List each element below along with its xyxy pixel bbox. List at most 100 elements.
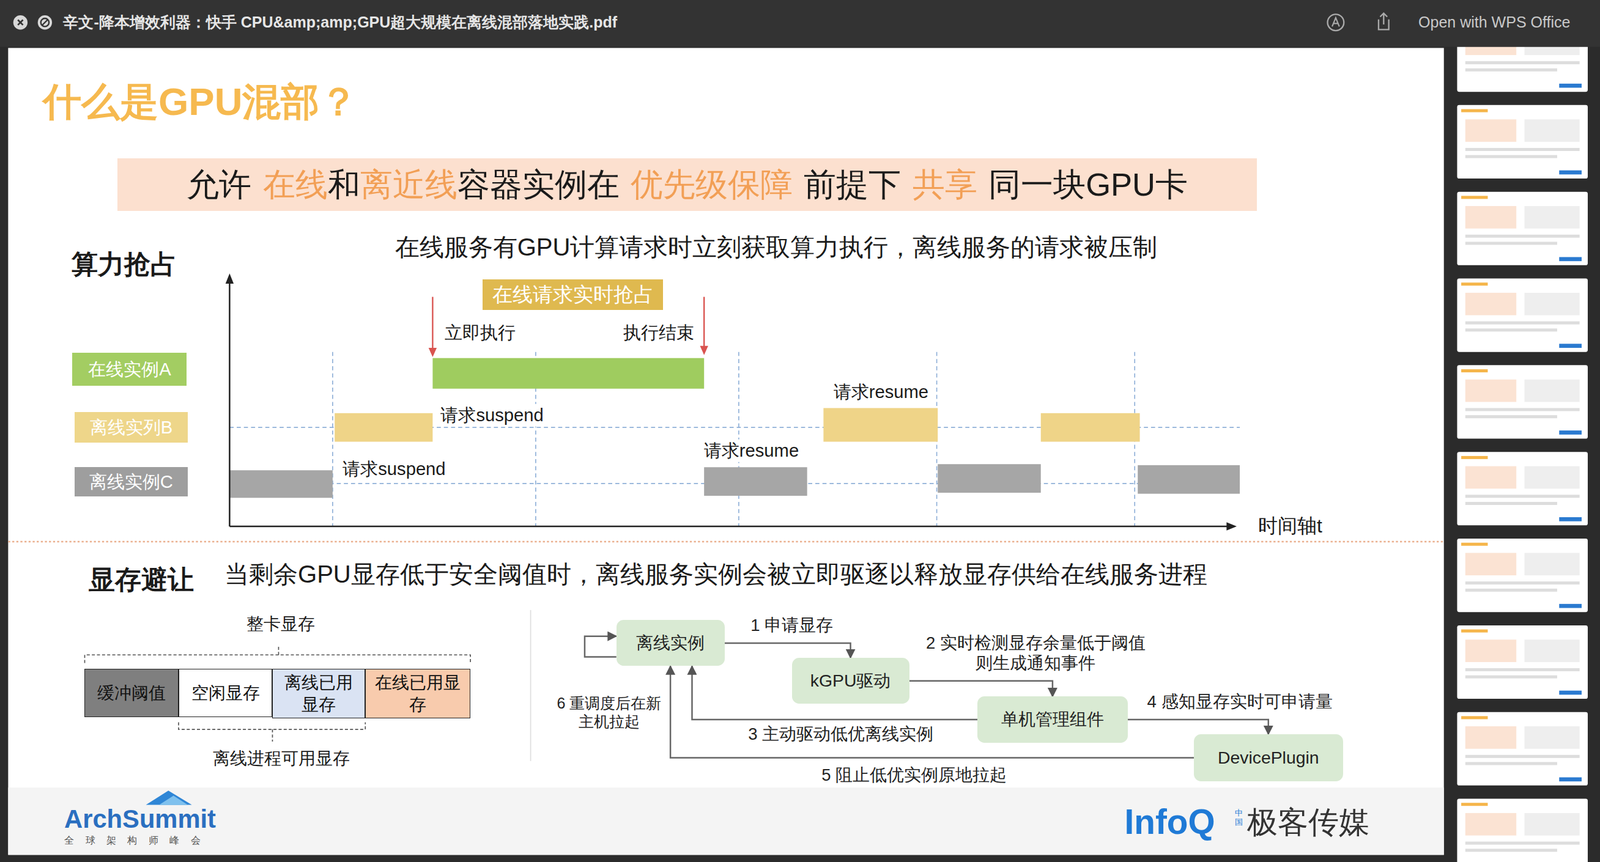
banner-text: 共享 [912, 164, 978, 205]
offline-b-bar [334, 413, 433, 443]
box-text: kGPU驱动 [810, 670, 892, 692]
slide-thumbnail [1456, 451, 1588, 526]
process-box: 单机管理组件 [977, 696, 1128, 743]
process-box: kGPU驱动 [792, 658, 910, 704]
section-heading: 算力抢占 [71, 247, 177, 281]
callout-box: 在线请求实时抢占 [482, 279, 663, 311]
window-title: 辛文-降本增效利器：快手 CPU&amp;amp;GPU超大规模在离线混部落地实… [62, 12, 618, 32]
flow-connector [584, 636, 617, 658]
edge-label: 6 重调度后在新主机拉起 [554, 693, 664, 731]
offline-b-bar [1040, 413, 1141, 443]
offline-c-bar [229, 470, 333, 498]
close-icon [13, 15, 28, 30]
banner-text: 和 [327, 164, 361, 205]
slide-thumbnail [1456, 538, 1588, 613]
slide-thumbnail [1456, 365, 1588, 439]
legend-box: 离线实例C [74, 467, 188, 497]
offline-c-bar [703, 467, 808, 497]
slide-title: 什么是GPU混部？ [42, 77, 358, 126]
offline-c-bar [1137, 465, 1240, 495]
block-icon [41, 19, 48, 26]
box-text: 离线已用显存 [277, 672, 361, 716]
memory-cell: 缓冲阈值 [84, 669, 178, 717]
edge-label: 5 阻止低优实例原地拉起 [820, 765, 1008, 786]
preempt-arrow [431, 297, 434, 350]
event-label: 请求resume [702, 439, 801, 463]
online-bar [432, 358, 704, 389]
block-icon [37, 15, 52, 30]
banner-text: 在线 [262, 164, 328, 205]
event-label: 请求suspend [438, 404, 545, 427]
box-text: 离线实列B [89, 416, 173, 440]
edge-label: 1 申请显存 [749, 615, 835, 636]
preempt-arrow [428, 348, 437, 358]
offline-b-bar [823, 407, 938, 442]
whole-card-bracket [84, 645, 471, 663]
offline-c-bar [937, 464, 1041, 493]
banner-text: 优先级保障 [630, 164, 793, 205]
legend-box: 离线实列B [74, 412, 188, 443]
offline-available-bracket [178, 722, 366, 742]
banner-text: 离近线 [360, 164, 458, 205]
time-guide [332, 352, 334, 527]
memory-cell: 在线已用显存 [365, 669, 471, 719]
preempt-arrow [703, 297, 705, 348]
timeline-chart [225, 273, 1240, 531]
edge-label: 2 实时检测显存余量低于阈值 则生成通知事件 [922, 633, 1149, 674]
event-label: 请求resume [831, 380, 931, 404]
archsummit-mountain [146, 790, 193, 805]
legend-box: 在线实例A [72, 352, 187, 386]
box-text: 空闲显存 [191, 682, 260, 704]
box-text: DevicePlugin [1217, 747, 1320, 769]
banner-text: 同一块GPU卡 [988, 164, 1188, 205]
box-text: 离线实例 [636, 632, 705, 654]
memory-cell: 离线已用显存 [272, 669, 366, 719]
y-axis-arrow [225, 273, 234, 284]
slide-page [7, 47, 1444, 856]
logo-text: ArchSummit [64, 803, 216, 836]
flow-connector [724, 643, 851, 659]
bracket-label: 离线进程可用显存 [212, 748, 350, 771]
section-note: 在线服务有GPU计算请求时立刻获取算力执行，离线服务的请求被压制 [395, 231, 1158, 263]
section-heading: 显存避让 [88, 563, 194, 597]
event-label: 请求suspend [340, 458, 448, 481]
close-icon [17, 20, 23, 26]
archsummit-mountain [159, 796, 188, 806]
edge-label: 3 主动驱动低优离线实例 [746, 724, 935, 745]
slide-thumbnail [1456, 712, 1588, 786]
preempt-arrow [700, 346, 709, 356]
logo-text: 极客传媒 [1247, 803, 1370, 842]
flow-connector [670, 666, 1194, 758]
logo-text: InfoQ [1124, 800, 1216, 845]
open-with-button: Open with WPS Office [1418, 12, 1571, 32]
slide-thumbnail [1456, 278, 1588, 353]
box-text: 在线请求实时抢占 [492, 281, 654, 308]
y-axis [228, 282, 231, 527]
statement-banner: 允许在线和离近线容器实例在优先级保障前提下共享同一块GPU卡 [117, 158, 1258, 212]
logo-subtitle: 中国 [1234, 809, 1243, 827]
box-text: 在线实例A [88, 358, 171, 382]
box-text: 在线已用显存 [370, 672, 466, 716]
x-axis [229, 525, 1229, 528]
flow-connector [909, 681, 1053, 698]
slide-thumbnail [1456, 192, 1588, 266]
edge-label: 4 感知显存实时可申请量 [1146, 691, 1334, 712]
slide-thumbnail [1456, 105, 1588, 179]
event-label: 立即执行 [442, 321, 518, 345]
banner-text: 容器实例在 [457, 164, 620, 205]
section-note: 当剩余GPU显存低于安全阈值时，离线服务实例会被立即驱逐以释放显存供给在线服务进… [224, 559, 1208, 590]
process-box: 离线实例 [616, 620, 725, 667]
axis-label: 时间轴t [1258, 514, 1323, 539]
box-text: 离线实例C [89, 470, 174, 494]
slide-footer [7, 787, 1444, 856]
banner-text: 前提下 [803, 164, 901, 205]
slide-thumbnail [1456, 799, 1588, 862]
bracket-label: 整卡显存 [246, 613, 315, 635]
annotate-icon [1327, 14, 1345, 31]
section-divider [7, 541, 1444, 544]
box-text: 缓冲阈值 [97, 682, 166, 704]
thumbnail-sidebar [1456, 18, 1588, 862]
share-icon [1378, 13, 1389, 30]
